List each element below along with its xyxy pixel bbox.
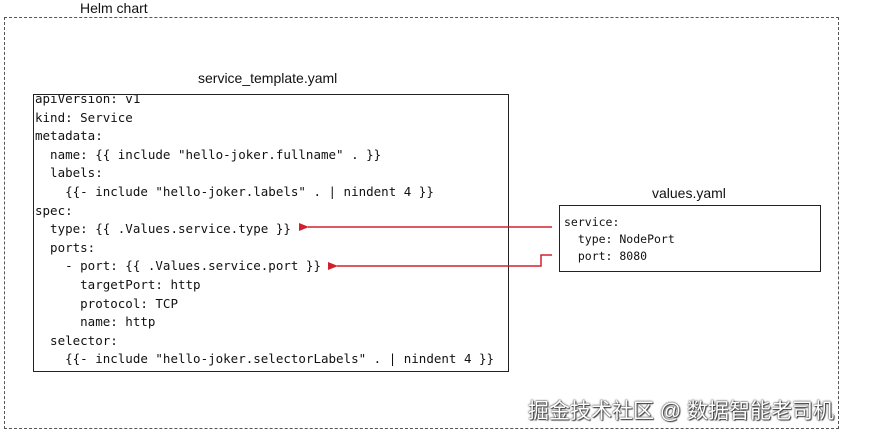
template-line-service-port: - port: {{ .Values.service.port }} [35,258,321,274]
template-code: apiVersion: v1 kind: Service metadata: n… [35,94,495,369]
template-line: labels: [35,165,103,181]
template-line: metadata: [35,128,103,144]
template-line: name: {{ include "hello-joker.fullname" … [35,146,382,162]
template-line: protocol: TCP [35,295,178,311]
helm-chart-boundary [4,17,839,429]
template-line: spec: [35,202,73,218]
values-code: service: type: NodePort port: 8080 [564,214,675,265]
template-line-service-type: type: {{ .Values.service.type }} [35,221,291,237]
template-file-title: service_template.yaml [198,70,338,86]
values-line: service: [564,215,620,229]
watermark-text: 掘金技术社区 @ 数据智能老司机 [528,400,834,423]
template-line: ports: [35,239,96,255]
template-line: targetPort: http [35,276,201,292]
template-line: name: http [35,314,156,330]
port-mapping-arrow [328,254,552,270]
template-code-box: apiVersion: v1 kind: Service metadata: n… [33,94,509,372]
template-line: apiVersion: v1 [35,94,141,106]
template-line: {{- include "hello-joker.labels" . | nin… [35,183,434,199]
values-line-type: type: NodePort [564,232,675,246]
template-line: {{- include "hello-joker.selectorLabels"… [35,351,495,367]
template-line: kind: Service [35,109,133,125]
template-line: selector: [35,332,118,348]
helm-chart-title: Helm chart [80,0,148,16]
values-code-box: service: type: NodePort port: 8080 [559,205,821,272]
values-file-title: values.yaml [652,185,726,201]
values-line-port: port: 8080 [564,249,648,263]
